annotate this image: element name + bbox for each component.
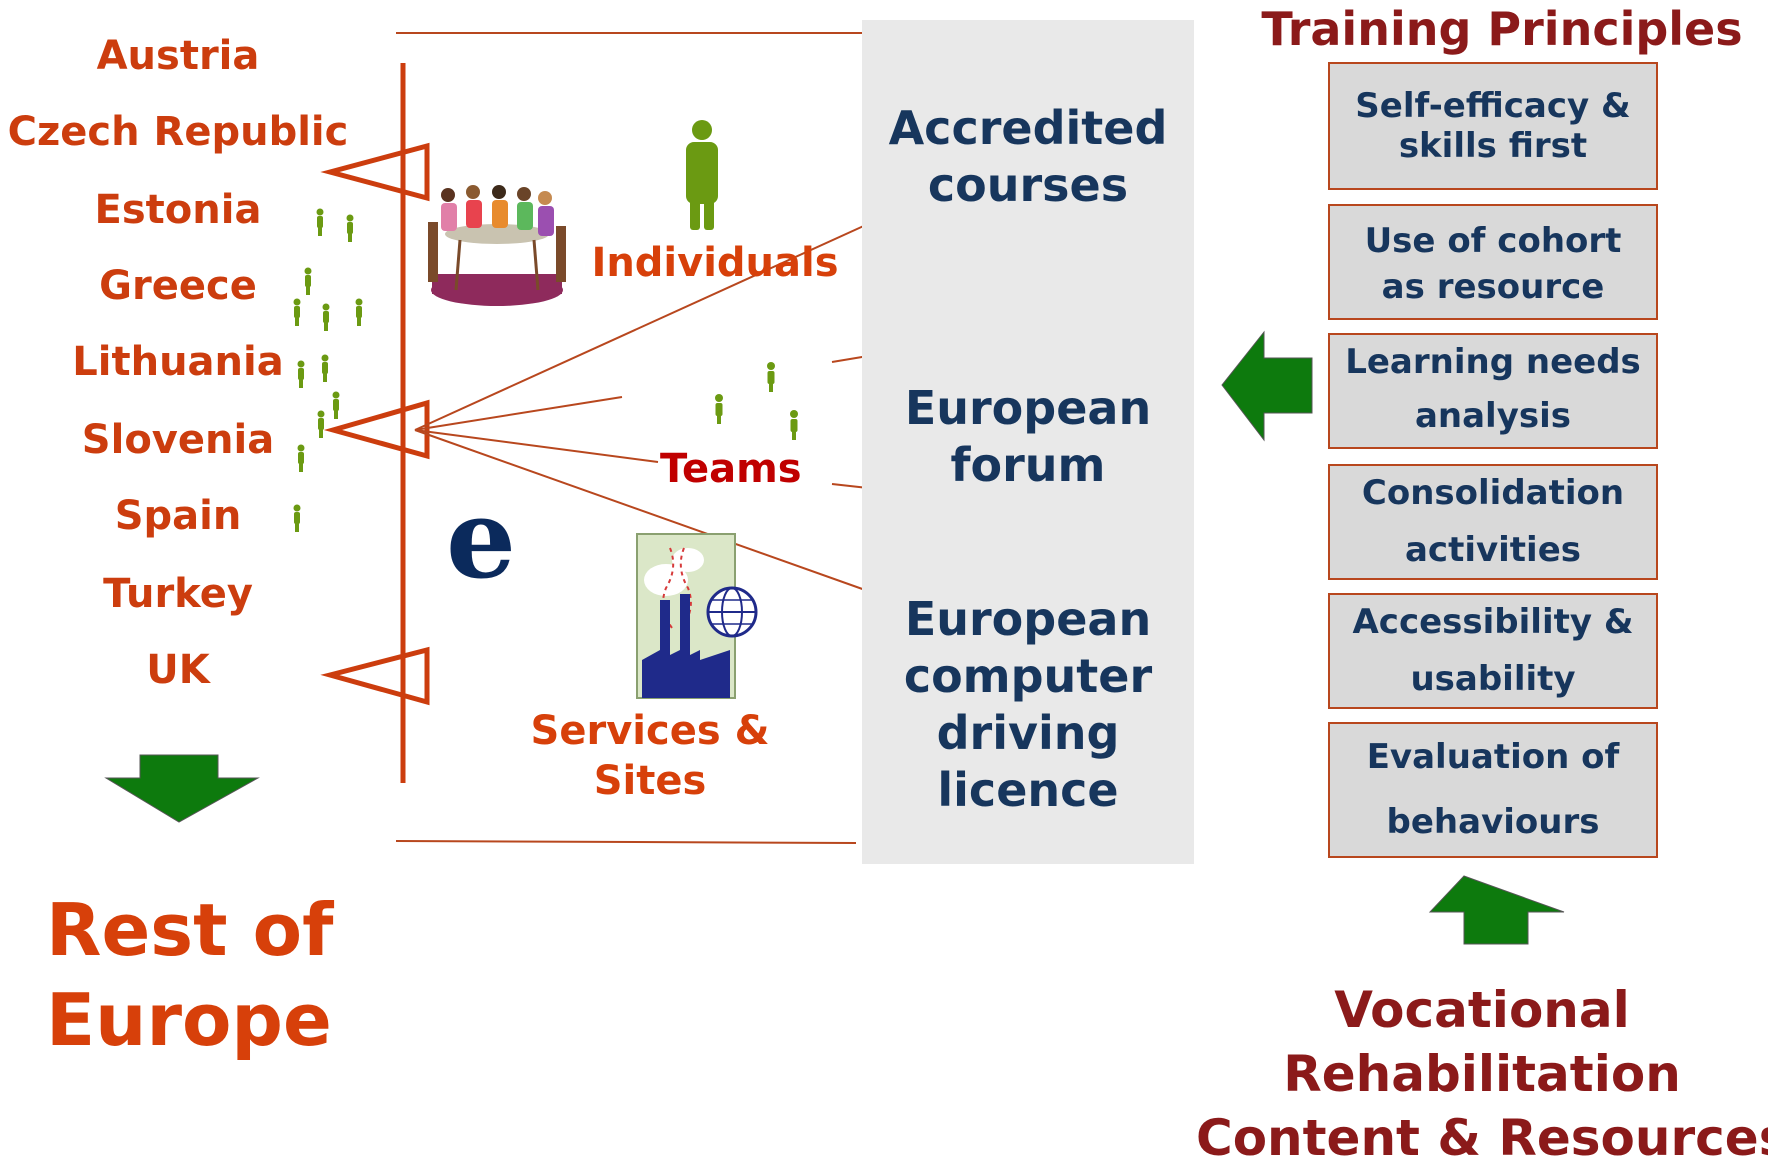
- principle-box: Consolidation activities: [1328, 464, 1658, 580]
- individual-person-figure: [686, 120, 718, 230]
- people-figures-left: [293, 208, 363, 532]
- triangle-lower: [320, 646, 430, 706]
- country-label: Greece: [99, 263, 257, 309]
- country-label: Estonia: [94, 187, 262, 233]
- country-label: Slovenia: [81, 417, 275, 463]
- e-learning-letter: e: [446, 474, 516, 603]
- meeting-clipart: [428, 185, 566, 306]
- ecdl-label: European computer driving licence: [903, 592, 1153, 817]
- center-panel: [862, 20, 1194, 864]
- country-label: Czech Republic: [7, 109, 349, 155]
- european-forum-label: European forum: [904, 381, 1152, 492]
- factory-globe-clipart: [636, 533, 758, 699]
- fan-line-services: [414, 429, 869, 592]
- country-label: Turkey: [103, 571, 253, 617]
- left-arrow-icon: [1221, 330, 1313, 442]
- principle-box: Self-efficacy & skills first: [1328, 62, 1658, 190]
- bottom-bracket-line: [395, 840, 857, 844]
- fan-line-teams-upper: [414, 396, 623, 431]
- principle-box: Use of cohort as resource: [1328, 204, 1658, 320]
- individuals-label: Individuals: [591, 240, 839, 286]
- teams-label: Teams: [660, 446, 802, 492]
- country-label: Spain: [114, 493, 242, 539]
- rest-of-europe-label: Rest of Europe: [46, 888, 334, 1062]
- principle-box: Evaluation of behaviours: [1328, 722, 1658, 858]
- vocational-rehabilitation-label: Vocational Rehabilitation Content & Reso…: [1196, 981, 1768, 1167]
- down-arrow-icon: [104, 754, 260, 823]
- fan-line-courses: [414, 223, 869, 431]
- country-label: UK: [146, 647, 210, 693]
- people-figures-teams: [715, 362, 798, 440]
- up-arrow-icon: [1428, 875, 1565, 945]
- fan-line-teams: [414, 429, 659, 463]
- principle-box: Accessibility & usability: [1328, 593, 1658, 709]
- triangle-upper: [320, 142, 430, 202]
- principle-box: Learning needs analysis: [1328, 333, 1658, 449]
- country-label: Lithuania: [72, 339, 284, 385]
- services-sites-label: Services & Sites: [530, 708, 770, 804]
- country-label: Austria: [96, 33, 260, 79]
- triangle-middle: [323, 399, 430, 460]
- accredited-courses-label: Accredited courses: [888, 101, 1168, 212]
- training-principles-title: Training Principles: [1261, 2, 1743, 56]
